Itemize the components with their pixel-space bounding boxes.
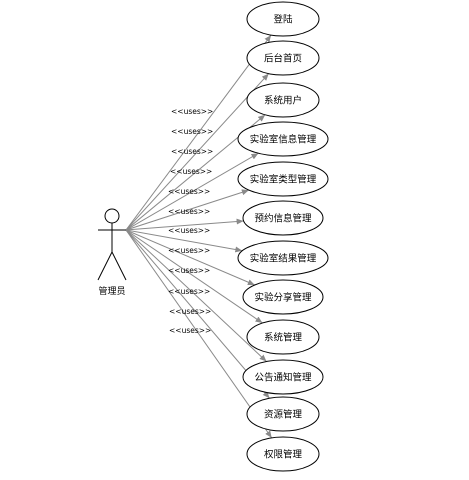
relationship-labels: <<uses>> <<uses>> <<uses>> <<uses>> <<uses>>… [168, 107, 213, 335]
use-case-label: 预约信息管理 [254, 213, 312, 225]
relationship-edges [125, 34, 273, 439]
actor-name: 管理员 [98, 287, 126, 297]
use-case: 公告通知管理 [242, 359, 324, 395]
actor-head [104, 208, 120, 224]
use-case-ellipse [246, 40, 320, 76]
use-case: 实验室类型管理 [237, 161, 329, 197]
use-case: 实验室结果管理 [237, 240, 329, 276]
uses-edge [125, 189, 250, 231]
uses-label: <<uses>> [169, 326, 211, 335]
use-case-ellipse [246, 436, 320, 472]
use-case: 预约信息管理 [242, 200, 324, 236]
uses-label: <<uses>> [168, 287, 210, 296]
use-case: 系统用户 [246, 82, 320, 118]
use-case: 权限管理 [246, 436, 320, 472]
uses-edge [125, 229, 267, 362]
use-case-label: 系统用户 [264, 95, 302, 107]
uses-label: <<uses>> [168, 207, 210, 216]
use-case-ellipse [237, 121, 329, 157]
uses-label: <<uses>> [168, 266, 210, 275]
actor-figure [97, 208, 127, 281]
uses-label: <<uses>> [171, 127, 213, 136]
use-case-ellipse [246, 396, 320, 432]
uses-edge [125, 152, 259, 231]
use-case-label: 权限管理 [264, 449, 303, 461]
use-case-label: 实验室结果管理 [250, 253, 317, 265]
uses-label: <<uses>> [169, 307, 211, 316]
use-case-ellipse [246, 1, 320, 37]
actor-right-leg [111, 251, 127, 281]
use-case: 登陆 [246, 1, 320, 37]
use-case-ellipse [242, 279, 324, 315]
use-case: 后台首页 [246, 40, 320, 76]
use-case-label: 系统管理 [264, 332, 303, 344]
uses-edge [125, 218, 244, 231]
use-cases: 登陆后台首页系统用户实验室信息管理实验室类型管理预约信息管理实验室结果管理实验分… [237, 1, 329, 472]
use-case-label: 登陆 [273, 14, 293, 26]
uses-label: <<uses>> [168, 226, 210, 235]
uses-edge [125, 229, 273, 439]
use-case-label: 实验室类型管理 [250, 174, 317, 186]
use-case-ellipse [246, 82, 320, 118]
use-case-label: 资源管理 [264, 409, 303, 421]
uses-label: <<uses>> [171, 147, 213, 156]
use-case-ellipse [242, 200, 324, 236]
uses-label: <<uses>> [168, 246, 210, 255]
uses-label: <<uses>> [171, 107, 213, 116]
uses-edge [125, 229, 243, 253]
uses-label: <<uses>> [168, 187, 210, 196]
use-case: 实验室信息管理 [237, 121, 329, 157]
actor-left-leg [97, 251, 113, 281]
use-case-label: 实验分享管理 [254, 292, 312, 304]
use-case: 实验分享管理 [242, 279, 324, 315]
use-case-ellipse [246, 319, 320, 355]
use-case-label: 公告通知管理 [254, 372, 312, 384]
uses-edge [125, 229, 263, 324]
use-case-label: 后台首页 [264, 53, 302, 65]
use-case: 资源管理 [246, 396, 320, 432]
use-case-label: 实验室信息管理 [250, 134, 317, 146]
use-case-ellipse [237, 240, 329, 276]
uses-label: <<uses>> [170, 167, 212, 176]
uses-edge [125, 229, 255, 286]
uses-edge [125, 34, 272, 231]
use-case-ellipse [242, 359, 324, 395]
use-case-ellipse [237, 161, 329, 197]
use-case: 系统管理 [246, 319, 320, 355]
uses-edge [125, 73, 270, 231]
